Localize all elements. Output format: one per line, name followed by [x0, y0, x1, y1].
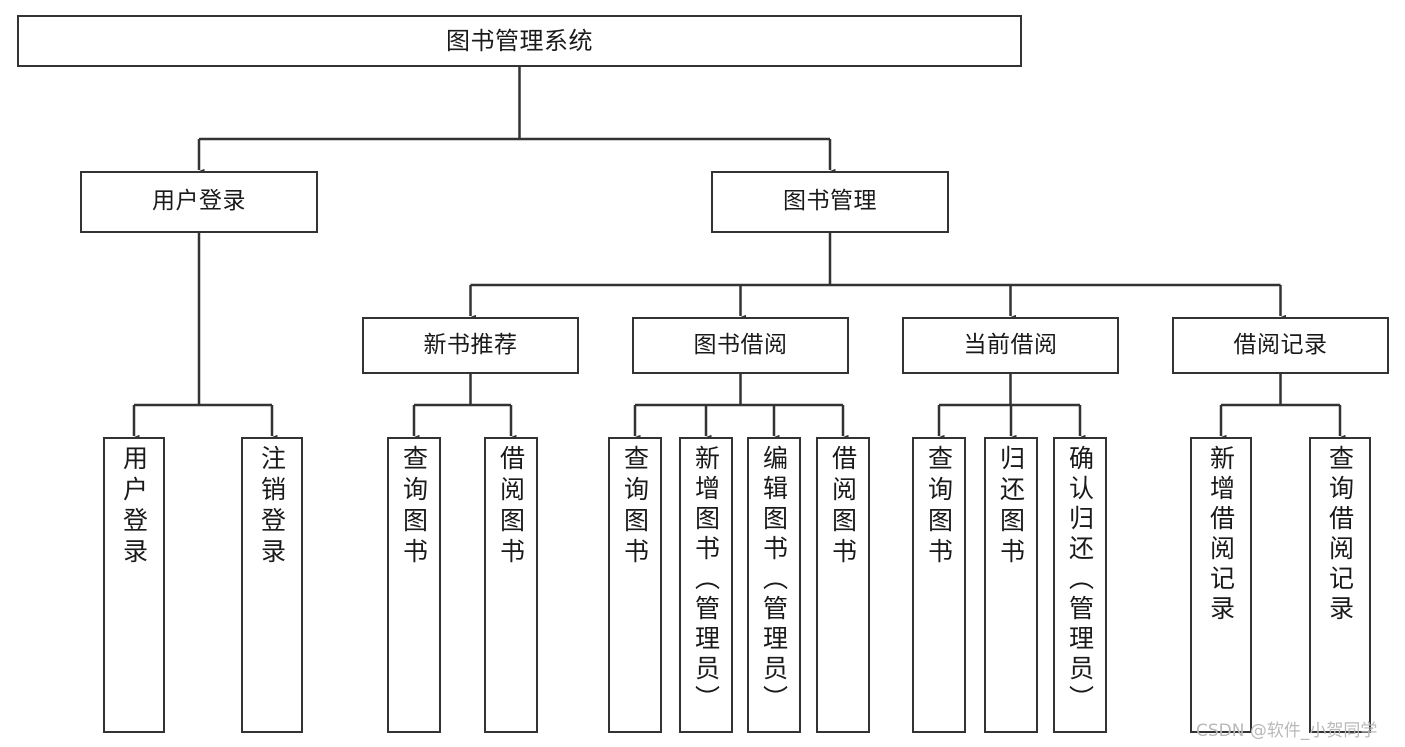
node-label: 查询图书 [924, 445, 954, 569]
node-leaf_borrow_book_1[interactable]: 借阅图书 [484, 437, 538, 733]
node-book_borrow[interactable]: 图书借阅 [632, 317, 849, 374]
node-leaf_query_book_1[interactable]: 查询图书 [387, 437, 441, 733]
node-new_book_rec[interactable]: 新书推荐 [362, 317, 579, 374]
node-label: 编辑图书（管理员） [759, 445, 789, 715]
node-label: 图书借阅 [693, 331, 788, 358]
edge-group [128, 67, 1346, 444]
node-label: 借阅记录 [1233, 331, 1328, 358]
node-leaf_user_login[interactable]: 用户登录 [103, 437, 165, 733]
node-user_login[interactable]: 用户登录 [80, 171, 318, 233]
node-borrow_record[interactable]: 借阅记录 [1172, 317, 1389, 374]
node-current_borrow[interactable]: 当前借阅 [902, 317, 1119, 374]
node-root[interactable]: 图书管理系统 [17, 15, 1022, 67]
node-label: 当前借阅 [963, 331, 1058, 358]
node-label: 查询图书 [399, 445, 429, 569]
node-label: 图书管理系统 [446, 26, 593, 55]
node-leaf_add_book[interactable]: 新增图书（管理员） [679, 437, 733, 733]
node-leaf_query_record[interactable]: 查询借阅记录 [1309, 437, 1371, 733]
node-leaf_query_book_3[interactable]: 查询图书 [912, 437, 966, 733]
node-leaf_return_book[interactable]: 归还图书 [984, 437, 1038, 733]
node-leaf_add_record[interactable]: 新增借阅记录 [1190, 437, 1252, 733]
node-label: 新书推荐 [423, 331, 518, 358]
node-label: 图书管理 [783, 188, 877, 215]
node-label: 查询借阅记录 [1325, 445, 1355, 625]
node-label: 查询图书 [620, 445, 650, 569]
node-label: 用户登录 [152, 188, 246, 215]
node-label: 新增图书（管理员） [691, 445, 721, 715]
node-label: 借阅图书 [496, 445, 526, 569]
watermark-text: CSDN @软件_小贺同学 [1196, 721, 1378, 741]
node-leaf_confirm_ret[interactable]: 确认归还（管理员） [1053, 437, 1107, 733]
node-label: 确认归还（管理员） [1065, 445, 1095, 715]
node-label: 归还图书 [996, 445, 1026, 569]
node-leaf_edit_book[interactable]: 编辑图书（管理员） [747, 437, 801, 733]
watermark: CSDN @软件_小贺同学 [1196, 716, 1377, 741]
node-label: 用户登录 [119, 445, 149, 569]
node-leaf_query_book_2[interactable]: 查询图书 [608, 437, 662, 733]
node-book_manage[interactable]: 图书管理 [711, 171, 949, 233]
node-label: 借阅图书 [828, 445, 858, 569]
node-leaf_user_logout[interactable]: 注销登录 [241, 437, 303, 733]
node-leaf_borrow_book_2[interactable]: 借阅图书 [816, 437, 870, 733]
node-label: 新增借阅记录 [1206, 445, 1236, 625]
node-label: 注销登录 [257, 445, 287, 569]
